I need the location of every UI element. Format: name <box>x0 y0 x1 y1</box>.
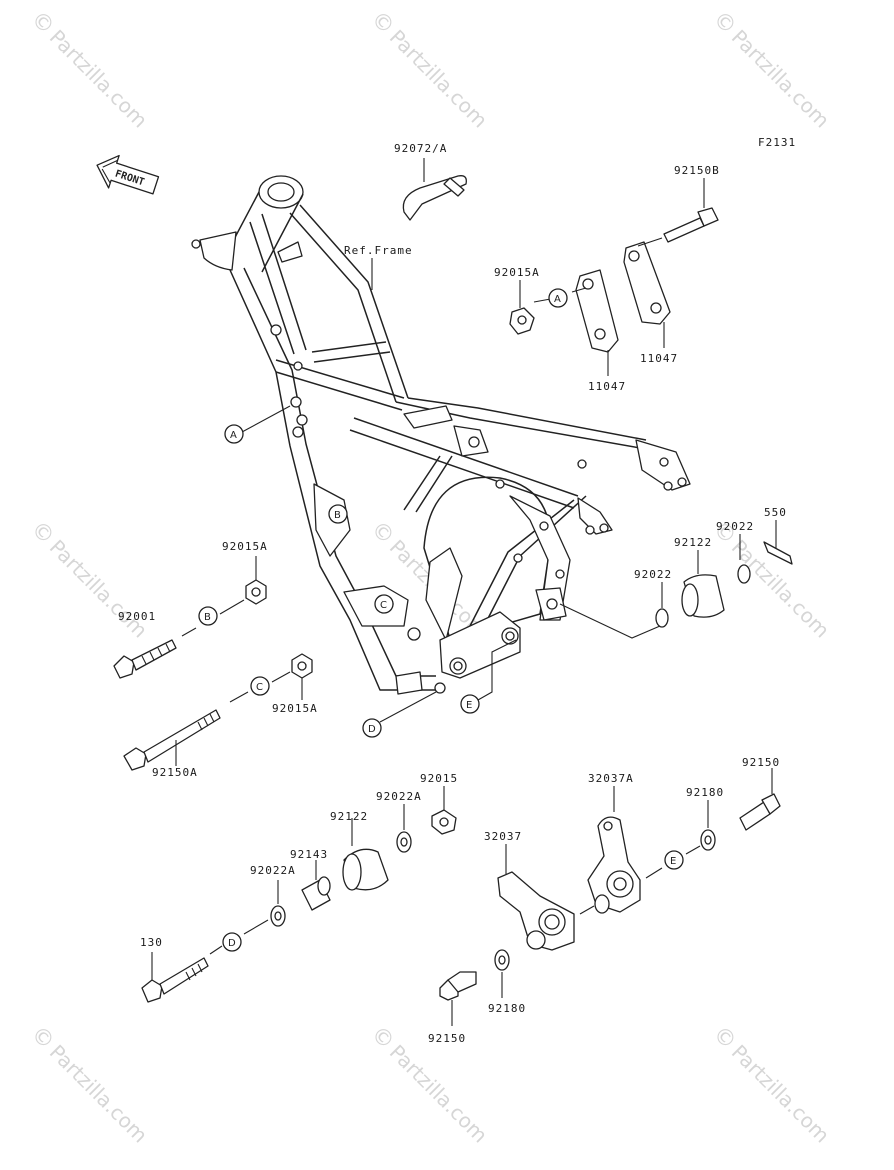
part-collar-92143 <box>301 860 331 911</box>
svg-text:Partzilla.com: Partzilla.com <box>385 25 492 132</box>
svg-text:A: A <box>554 294 561 305</box>
svg-text:E: E <box>466 700 472 711</box>
label-11047-left: 11047 <box>588 380 626 393</box>
label-11047-right: 11047 <box>640 352 678 365</box>
svg-text:Partzilla.com: Partzilla.com <box>727 1040 834 1147</box>
label-92022-mid: 92022 <box>634 568 672 581</box>
callout-a-bracket: A <box>548 288 568 308</box>
callout-d-bolt: D <box>222 932 242 952</box>
part-bushing-92122-bottom <box>342 818 389 891</box>
part-bolt-92150-bottom <box>439 971 477 1026</box>
label-92015a-top: 92015A <box>494 266 540 279</box>
part-clamp-92072a <box>402 158 467 221</box>
part-damper-mount-right <box>559 520 793 639</box>
part-link-32037 <box>497 844 575 951</box>
callout-d-frame: D <box>362 691 437 738</box>
part-washer-92022a-bottom <box>396 804 412 853</box>
part-washer-92180-bottom <box>494 949 510 998</box>
svg-text:Partzilla.com: Partzilla.com <box>45 25 152 132</box>
label-92015-bottom: 92015 <box>420 772 458 785</box>
callout-b-bolt: B <box>198 606 218 626</box>
label-92150b: 92150B <box>674 164 720 177</box>
label-92150-bottom: 92150 <box>428 1032 466 1045</box>
part-bolt-92001 <box>113 599 245 679</box>
label-130: 130 <box>140 936 163 949</box>
callout-b-frame: B <box>328 504 348 524</box>
svg-text:Partzilla.com: Partzilla.com <box>45 535 152 642</box>
label-ref-frame: Ref.Frame <box>344 244 413 257</box>
part-bracket-plates-11047 <box>575 241 671 376</box>
part-bolt-92150b <box>637 178 719 247</box>
label-92072a: 92072/A <box>394 142 447 155</box>
callout-e-frame: E <box>460 639 517 714</box>
watermark-bottom-left: © Partzilla.com <box>26 1022 153 1148</box>
watermark-top-right: © Partzilla.com <box>708 7 835 133</box>
label-32037a: 32037A <box>588 772 634 785</box>
callout-a-frame: A <box>224 405 291 444</box>
label-92022a-low: 92022A <box>250 864 296 877</box>
svg-text:D: D <box>228 938 236 949</box>
label-92180-right: 92180 <box>686 786 724 799</box>
label-92150-right: 92150 <box>742 756 780 769</box>
watermark-mid-left: © Partzilla.com <box>26 517 153 643</box>
svg-text:Partzilla.com: Partzilla.com <box>45 1040 152 1147</box>
part-bolt-130 <box>141 919 269 1003</box>
part-number-labels: 92072/A Ref.Frame 92150B 92015A 11047 11… <box>118 142 787 1045</box>
part-nut-92015a-top <box>509 280 587 335</box>
label-92143: 92143 <box>290 848 328 861</box>
part-washer-92022a-low <box>270 880 286 927</box>
label-32037: 32037 <box>484 830 522 843</box>
svg-text:A: A <box>230 430 237 441</box>
label-92022a-bottom: 92022A <box>376 790 422 803</box>
part-nut-92015-bottom <box>431 786 457 835</box>
label-92015a-left: 92015A <box>222 540 268 553</box>
label-92180-bottom: 92180 <box>488 1002 526 1015</box>
part-bolt-92150a <box>123 709 221 771</box>
label-92022-right: 92022 <box>716 520 754 533</box>
part-washer-92180-right <box>645 800 716 879</box>
label-92122-right: 92122 <box>674 536 712 549</box>
part-nut-92015a-b <box>245 556 267 605</box>
watermark-top-center: © Partzilla.com <box>366 7 493 133</box>
part-link-32037a <box>579 786 641 915</box>
motorcycle-frame <box>191 175 691 695</box>
label-92122-bottom: 92122 <box>330 810 368 823</box>
svg-text:E: E <box>670 856 676 867</box>
label-92150a: 92150A <box>152 766 198 779</box>
front-arrow-icon: FRONT <box>96 154 160 195</box>
svg-text:C: C <box>256 682 263 693</box>
figure-code: F2131 <box>758 136 796 149</box>
part-bolt-92150-right <box>739 768 781 831</box>
watermark-bottom-right: © Partzilla.com <box>708 1022 835 1148</box>
svg-text:Partzilla.com: Partzilla.com <box>727 25 834 132</box>
svg-text:C: C <box>380 600 387 611</box>
watermark-top-left: © Partzilla.com <box>26 7 153 133</box>
callout-c-frame: C <box>374 594 394 614</box>
label-92001: 92001 <box>118 610 156 623</box>
label-550: 550 <box>764 506 787 519</box>
svg-text:D: D <box>368 724 376 735</box>
watermark-mid-right: © Partzilla.com <box>708 517 835 643</box>
svg-text:B: B <box>334 510 341 521</box>
callout-c-bolt: C <box>250 676 270 696</box>
part-nut-92015a-c <box>229 653 313 703</box>
svg-text:Partzilla.com: Partzilla.com <box>385 1040 492 1147</box>
label-92015a-c: 92015A <box>272 702 318 715</box>
svg-text:B: B <box>204 612 211 623</box>
callout-e-link: E <box>664 850 684 870</box>
